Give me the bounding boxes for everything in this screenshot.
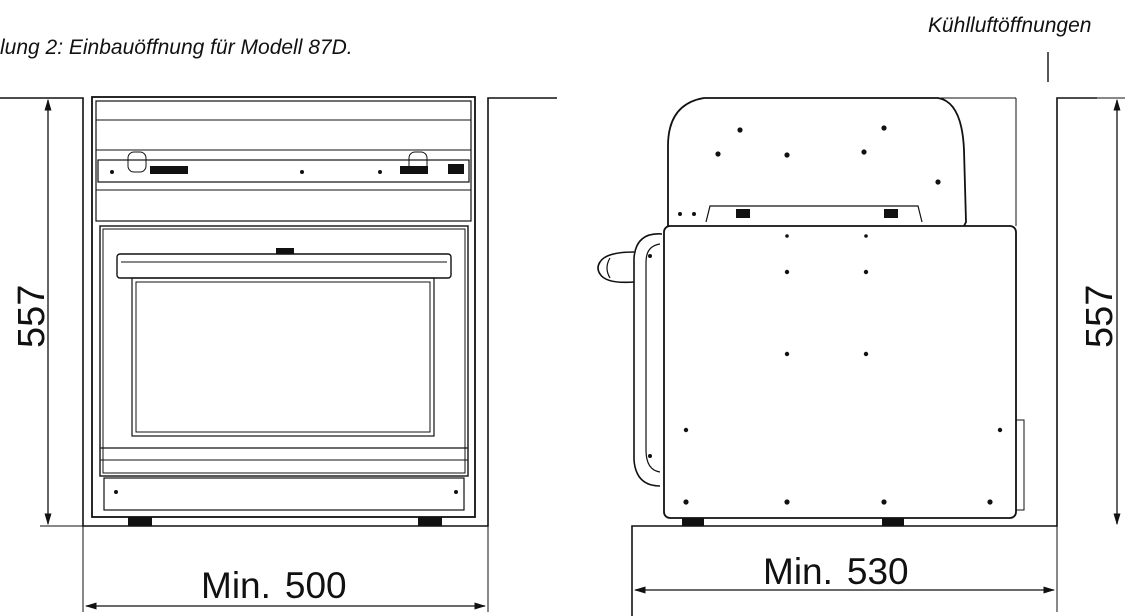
front-height-dimension-text: 557 xyxy=(11,285,53,348)
side-height-dimension-text: 557 xyxy=(1079,285,1121,348)
cooling-vents-label: Kühlluftöffnungen xyxy=(928,14,1092,37)
oven-side xyxy=(597,97,1025,526)
figure-caption: lung 2: Einbauöffnung für Modell 87D. xyxy=(0,36,353,59)
front-view: 557 Min.500 xyxy=(0,96,557,612)
side-view: 557 Min.530 xyxy=(597,52,1125,616)
side-depth-dimension-text: Min.530 xyxy=(763,551,909,592)
front-width-dimension-text: Min.500 xyxy=(201,565,347,606)
oven-front xyxy=(91,96,476,526)
side-niche-outline xyxy=(631,97,1097,616)
front-niche-outline xyxy=(0,97,557,527)
